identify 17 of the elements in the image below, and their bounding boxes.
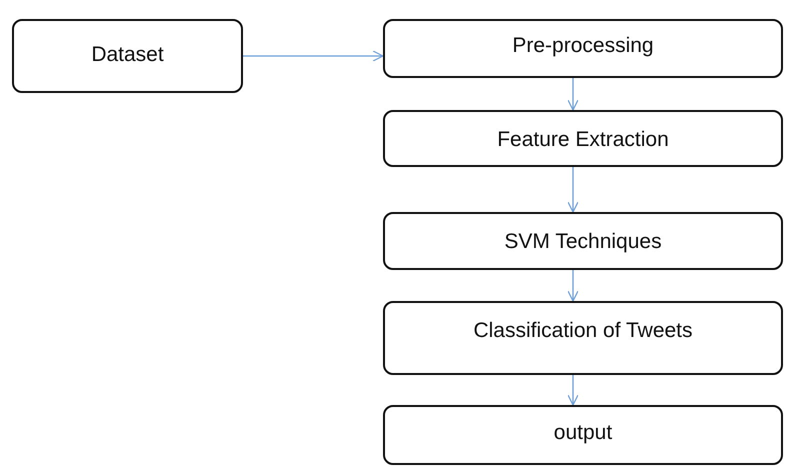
process-box [383,110,783,167]
arrow [567,78,579,111]
arrow [567,270,579,302]
process-box [383,301,783,375]
box-label: Pre-processing [512,34,654,58]
box-label: Dataset [91,43,164,67]
box-label: output [554,421,612,445]
box-label: Feature Extraction [497,128,669,152]
process-box [383,212,783,270]
process-box [12,19,243,93]
process-box [383,19,783,78]
process-box [383,405,783,465]
box-label: Classification of Tweets [473,319,693,343]
box-label: SVM Techniques [504,230,662,254]
arrow [567,167,579,213]
arrow [243,50,384,62]
arrow [567,375,579,406]
